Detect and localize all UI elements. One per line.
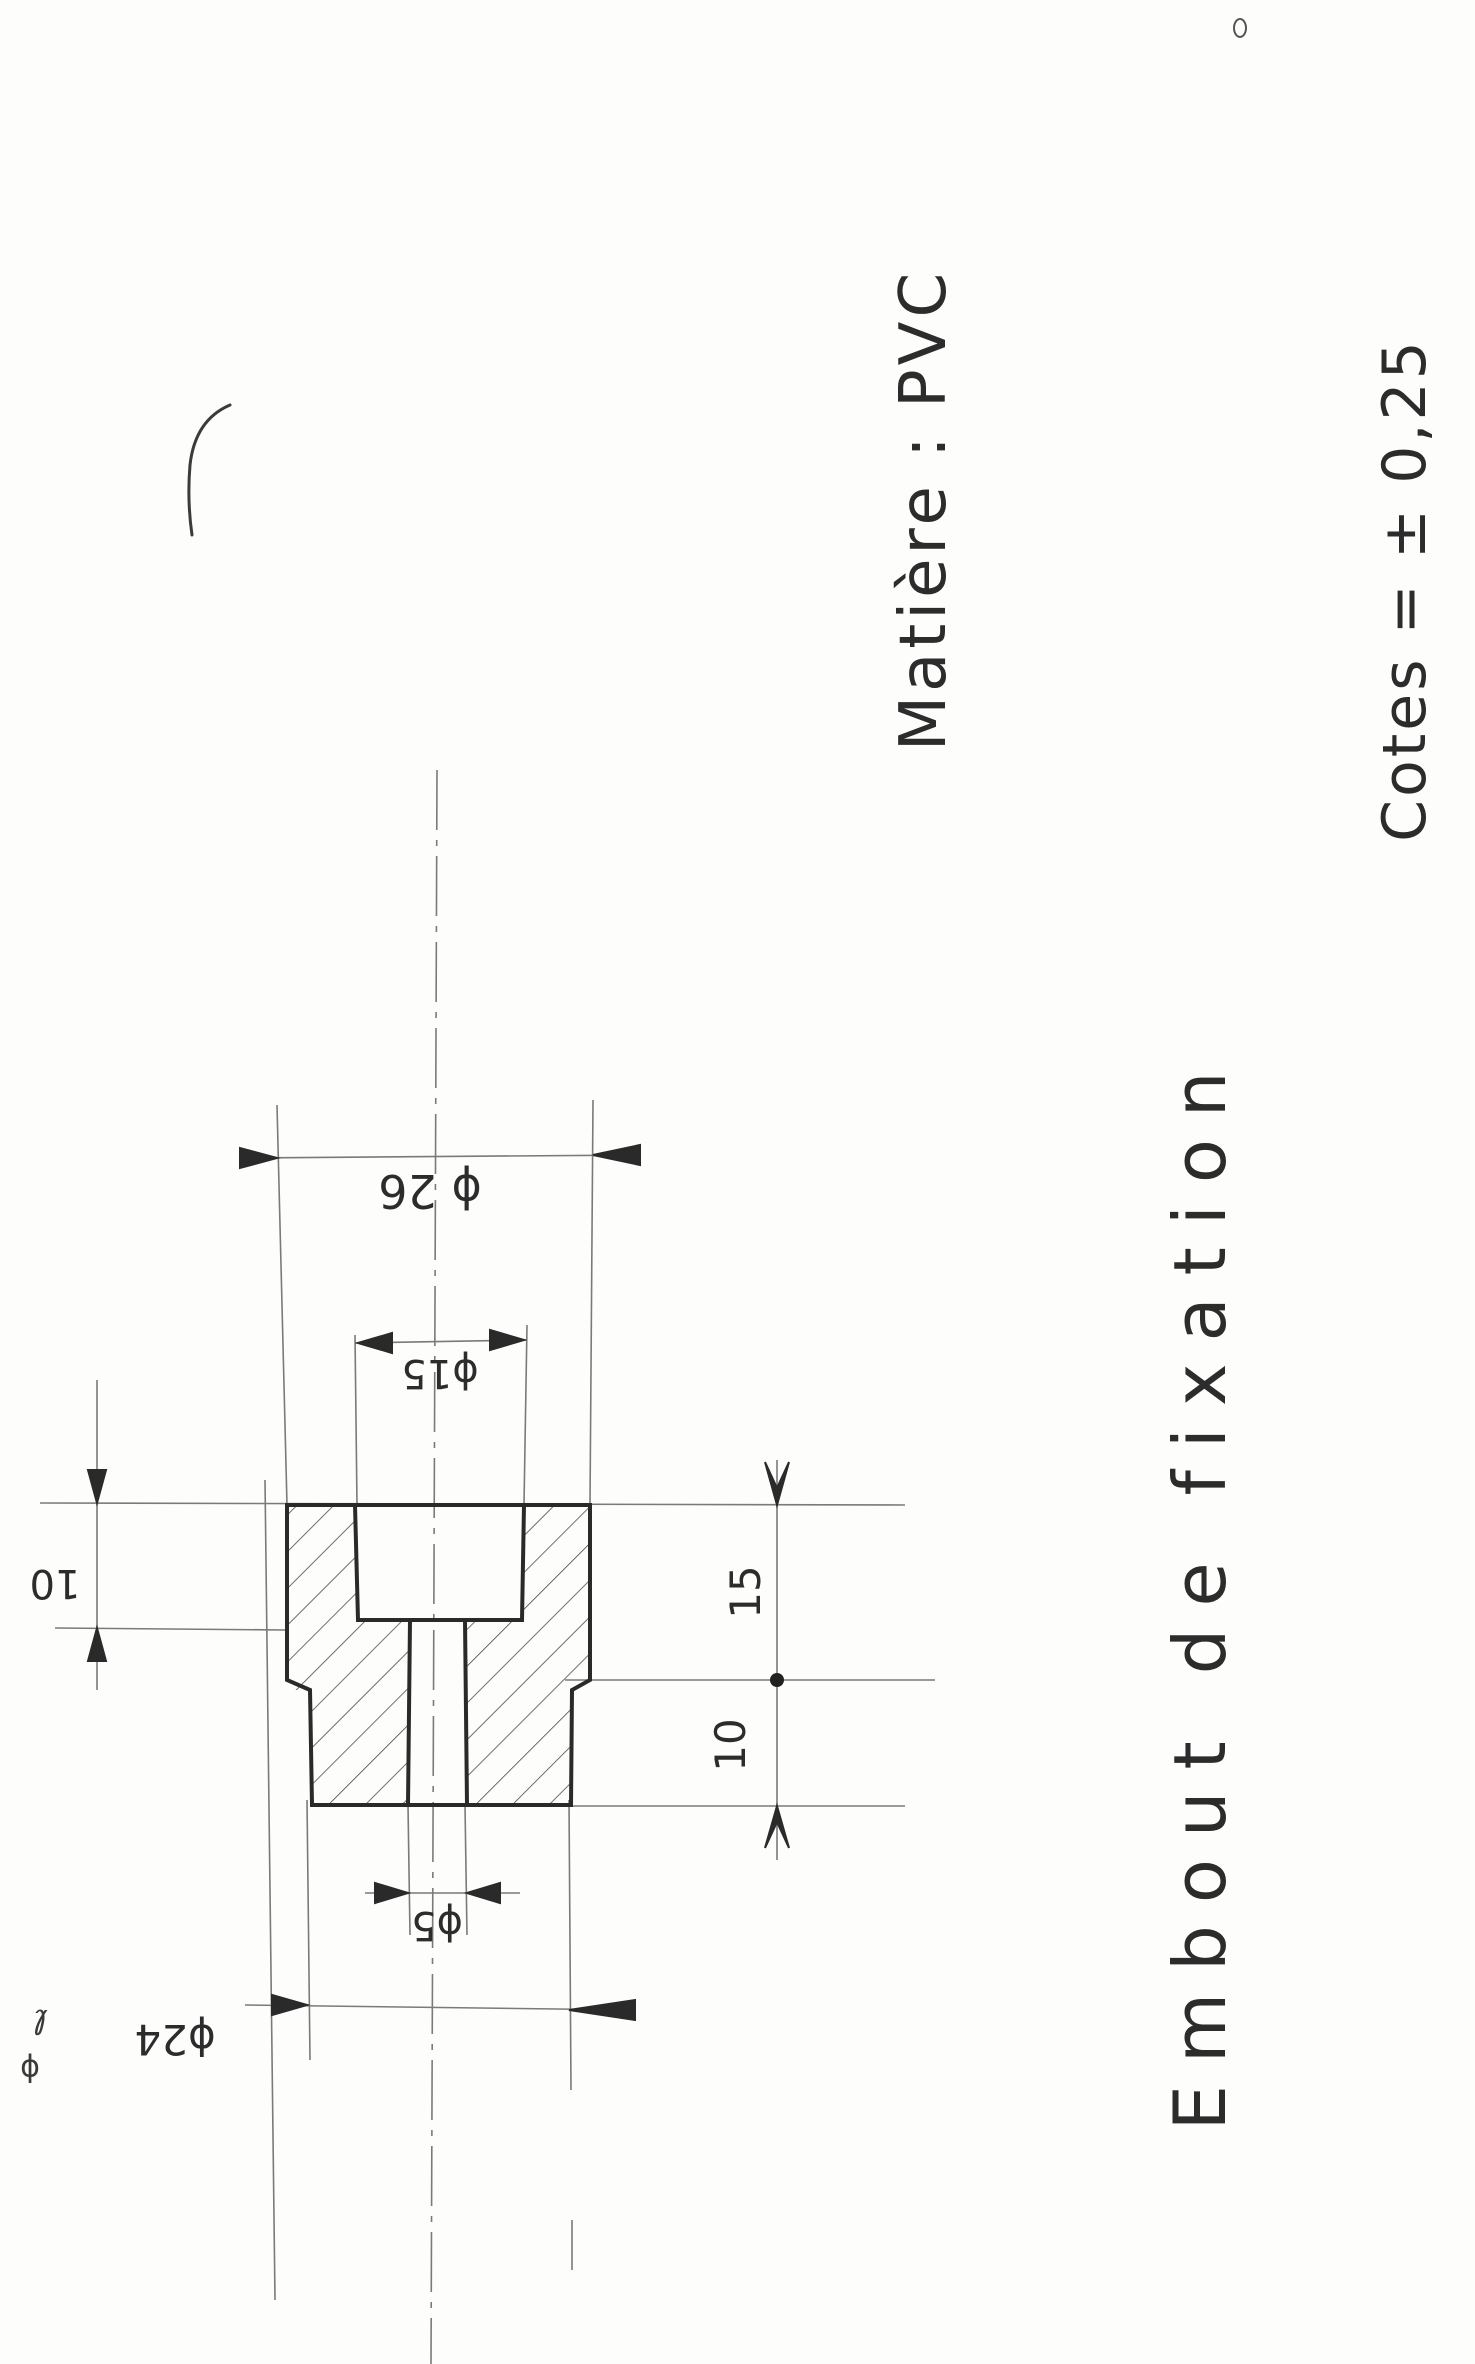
extension-dia24-left [306,1799,311,2061]
arrow-dia24-right [568,1998,636,2022]
arrow-dia5-right [463,1881,501,1905]
tolerance-note-text: Cotes = ± 0,25 [1370,338,1440,842]
material-note: Matière : PVC [887,269,961,751]
extension-dia26-left [276,1104,288,1506]
dim-label-len15: 15 [721,1565,770,1618]
center-axis [430,769,438,2364]
dim-text-dia24: ϕ24 [134,2015,215,2064]
stray-dot [1233,18,1247,38]
dim-text-dia15: ϕ15 [401,1350,478,1396]
margin-scribble: ℓ [33,2001,48,2041]
hatched-wall-left [287,1505,410,1805]
corner-mark-text: ϕ [20,2052,40,2087]
dim-label-dia15: ϕ15 [401,1350,478,1396]
arrow-len15-top [764,1461,790,1509]
corner-mark: ϕ [20,2052,40,2087]
arrow-dia15-left [354,1331,393,1355]
extension-dia15-left [354,1334,358,1506]
dim-label-dia24: ϕ24 [134,2015,215,2064]
extension-dia15-right [523,1324,528,1506]
dim-text-dia26: ϕ 26 [378,1164,482,1218]
dim-text-len10-top: 10 [30,1560,81,1606]
dim-label-len10-bottom: 10 [706,1718,755,1771]
arrow-dia26-left [239,1146,281,1170]
extension-dia5-left [407,1804,411,1936]
arrow-dia26-right [592,1143,641,1167]
dim-label-dia5: ϕ5 [411,1902,463,1948]
extension-dia26-right [589,1099,594,1506]
dim-text-dia5: ϕ5 [411,1902,463,1948]
vertical-guide-left [264,1479,276,2301]
extension-dia5-right [464,1804,468,1936]
title-note-text: Embout de fixation [1158,1049,1242,2130]
arrow-dia5-left [374,1881,412,1905]
arrow-len10-bottom [764,1802,790,1849]
hatched-wall-right [465,1505,590,1805]
dim-line-dia26 [241,1154,641,1159]
margin-scribble-text: ℓ [33,2001,48,2041]
through-hole-right [463,1619,469,1806]
dim-text-len15: 15 [721,1565,770,1618]
through-hole-left [406,1619,412,1806]
part-outline [285,1503,592,1807]
material-note-text: Matière : PVC [887,269,961,751]
stray-pencil-arc [187,403,232,537]
dim-node-shoulder [770,1673,784,1687]
arrow-dia15-right [489,1328,528,1352]
dim-label-len10-top: 10 [30,1560,81,1606]
dim-label-dia26: ϕ 26 [378,1164,482,1218]
counterbore-outline [353,1504,526,1622]
arrow-len10-top-b [86,1624,108,1662]
dim-text-len10-bottom: 10 [706,1718,755,1771]
extension-dia24-right [568,1799,572,2091]
extension-shoulder-left [54,1627,286,1631]
title-note: Embout de fixation [1158,1049,1242,2130]
arrow-dia24-left [271,1993,311,2017]
arrow-len10-top-a [86,1469,108,1507]
tolerance-note: Cotes = ± 0,25 [1370,338,1440,842]
